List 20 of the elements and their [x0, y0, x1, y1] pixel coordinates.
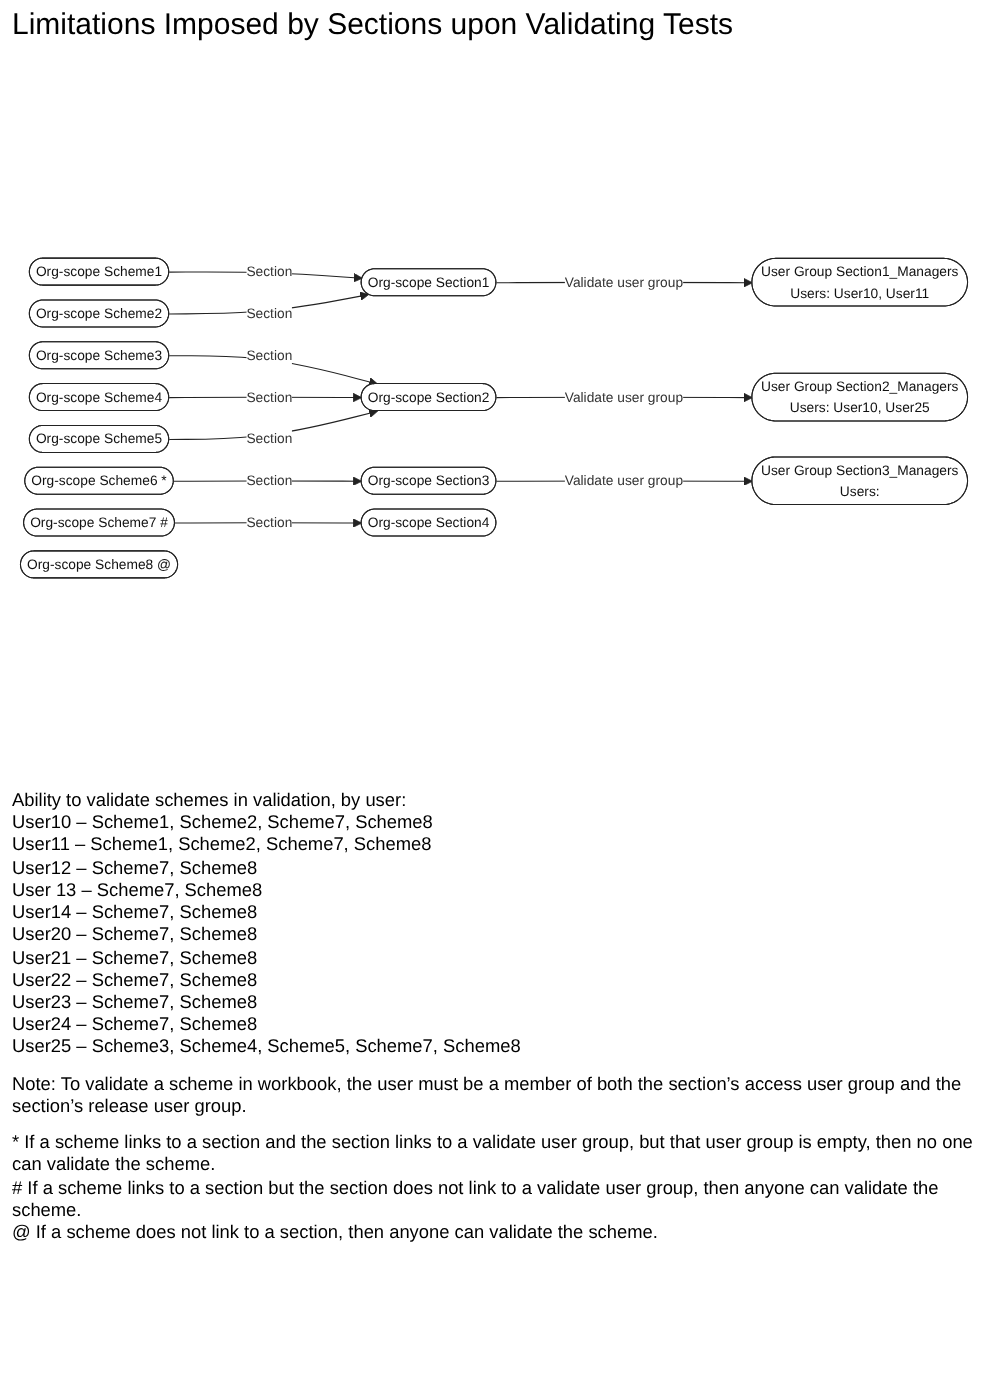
list-item: User 13 – Scheme7, Scheme8	[12, 879, 265, 903]
list-item: User23 – Scheme7, Scheme8	[12, 991, 260, 1015]
list-item: User20 – Scheme7, Scheme8	[12, 924, 260, 948]
arrow	[168, 355, 379, 387]
footnote-text: @ If a scheme does not link to a section, then anyone can validate the scheme.	[12, 1221, 660, 1245]
list-item: User12 – Scheme7, Scheme8	[12, 857, 260, 880]
list-item: User21 – Scheme7, Scheme8	[12, 947, 260, 970]
arrow	[168, 408, 379, 440]
footnote-text: # If a scheme links to a section but the section does not link to a validate user group, then anyone can validate the scheme.	[12, 1177, 941, 1222]
list-heading: Ability to validate schemes in validation, by user:	[12, 790, 409, 813]
list-item: User22 – Scheme7, Scheme8	[12, 969, 260, 992]
list-item: User14 – Scheme7, Scheme8	[12, 902, 260, 925]
list-item: User25 – Scheme3, Scheme4, Scheme5, Scheme7, Scheme8	[12, 1036, 523, 1060]
note-text: Note: To validate a scheme in workbook, the user must be a member of both the section’s access user group and the section’s release user group.	[12, 1073, 964, 1119]
arrow	[168, 291, 370, 315]
list-item: User10 – Scheme1, Scheme2, Scheme7, Scheme8	[12, 812, 435, 835]
footnote-text: * If a scheme links to a section and the section links to a validate user group, but that user group is empty, then no one can validate the scheme.	[12, 1132, 975, 1177]
list-item: User24 – Scheme7, Scheme8	[12, 1014, 260, 1037]
diagram-title: Limitations Imposed by Sections upon Validating Tests	[12, 8, 735, 42]
list-item: User11 – Scheme1, Scheme2, Scheme7, Scheme8	[12, 834, 434, 858]
